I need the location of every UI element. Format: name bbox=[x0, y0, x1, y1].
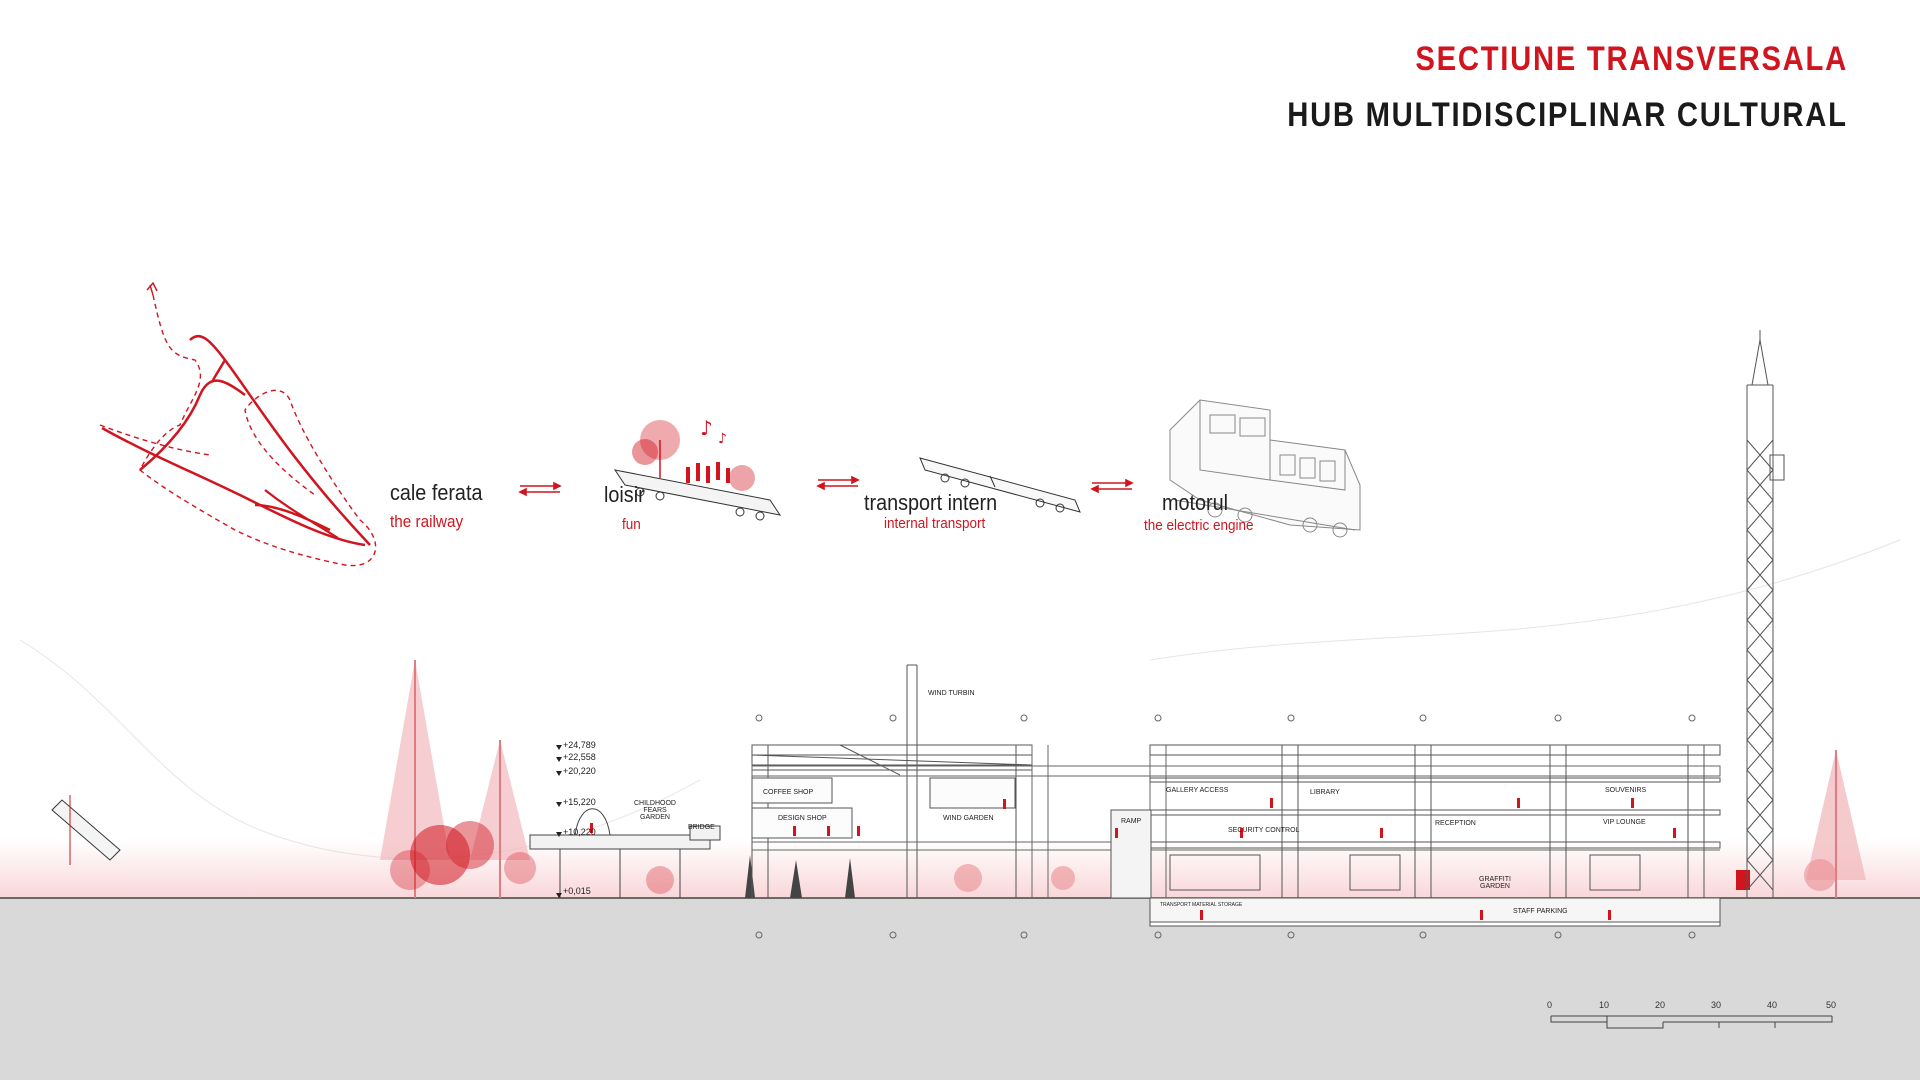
double-arrow-1 bbox=[518, 481, 562, 497]
scale-tick-20: 20 bbox=[1655, 1000, 1666, 1010]
elevation-3: +20,220 bbox=[563, 766, 596, 776]
label-reception: RECEPTION bbox=[1435, 820, 1476, 827]
concept-sublabel-loisir: fun bbox=[622, 516, 641, 533]
label-design-shop: DESIGN SHOP bbox=[778, 815, 827, 822]
concept-label-railway: cale ferata bbox=[390, 480, 483, 505]
tree-group-left bbox=[380, 660, 674, 898]
label-staff-parking: STAFF PARKING bbox=[1513, 908, 1568, 915]
crane-tower bbox=[1746, 330, 1785, 898]
elevation-5: +10,220 bbox=[563, 827, 596, 837]
svg-text:♪: ♪ bbox=[700, 416, 713, 440]
title-sectiune: SECTIUNE TRANSVERSALA bbox=[1415, 40, 1848, 78]
scale-tick-10: 10 bbox=[1599, 1000, 1610, 1010]
scale-tick-0: 0 bbox=[1547, 1000, 1553, 1010]
label-security-control: SECURITY CONTROL bbox=[1228, 827, 1300, 834]
grid-markers bbox=[755, 714, 1696, 939]
contour-line bbox=[19, 639, 701, 860]
concept-sublabel-railway: the railway bbox=[390, 512, 464, 531]
label-fears-garden: CHILDHOOD FEARS GARDEN bbox=[633, 800, 676, 821]
svg-text:♪: ♪ bbox=[718, 431, 727, 447]
concept-label-transport: transport intern bbox=[864, 490, 998, 515]
elevation-6: +0,015 bbox=[563, 886, 591, 896]
concept-label-loisir: loisir bbox=[604, 482, 645, 507]
scale-tick-50: 50 bbox=[1826, 1000, 1837, 1010]
transport-wagon bbox=[919, 457, 1081, 513]
concept-label-motorul: motorul bbox=[1162, 490, 1229, 515]
label-wind-garden: WIND GARDEN bbox=[943, 815, 994, 822]
label-bridge: BRIDGE bbox=[688, 824, 715, 831]
scale-bar bbox=[1550, 1015, 1833, 1029]
label-vip-lounge: VIP LOUNGE bbox=[1603, 819, 1646, 826]
title-hub: HUB MULTIDISCIPLINAR CULTURAL bbox=[1287, 96, 1848, 134]
label-gallery-access: GALLERY ACCESS bbox=[1166, 787, 1229, 794]
label-souvenirs: SOUVENIRS bbox=[1605, 787, 1647, 794]
label-coffee-shop: COFFEE SHOP bbox=[763, 789, 814, 796]
label-transport-storage: TRANSPORT MATERIAL STORAGE bbox=[1160, 902, 1243, 908]
double-arrow-3 bbox=[1090, 478, 1134, 494]
elevation-4: +15,220 bbox=[563, 797, 596, 807]
concept-sublabel-motorul: the electric engine bbox=[1144, 517, 1254, 534]
wind-turbine-mast bbox=[906, 664, 918, 898]
structure-left bbox=[751, 744, 1033, 898]
label-graffiti-garden: GRAFFITI GARDEN bbox=[1479, 876, 1511, 890]
elevation-markers bbox=[556, 745, 562, 898]
label-ramp: RAMP bbox=[1121, 818, 1142, 825]
entrance-object bbox=[51, 795, 121, 865]
contour-line bbox=[1149, 539, 1901, 661]
elevation-1: +24,789 bbox=[563, 740, 596, 750]
scale-tick-30: 30 bbox=[1711, 1000, 1722, 1010]
scale-tick-40: 40 bbox=[1767, 1000, 1778, 1010]
tree-group-right bbox=[1804, 750, 1866, 898]
concept-sublabel-transport: internal transport bbox=[884, 515, 986, 532]
railway-sketch bbox=[99, 281, 377, 567]
loisir-wagon: ♪ ♪ bbox=[613, 416, 782, 521]
elevation-2: +22,558 bbox=[563, 752, 596, 762]
double-arrow-2 bbox=[816, 475, 860, 491]
tree-group-mid bbox=[954, 864, 1075, 892]
structure-right bbox=[1110, 744, 1721, 927]
fears-garden-platform bbox=[529, 808, 721, 898]
ground bbox=[0, 898, 1920, 1080]
label-library: LIBRARY bbox=[1310, 789, 1340, 796]
locomotive bbox=[1169, 399, 1361, 538]
label-wind-turbin: WIND TURBIN bbox=[928, 690, 975, 697]
